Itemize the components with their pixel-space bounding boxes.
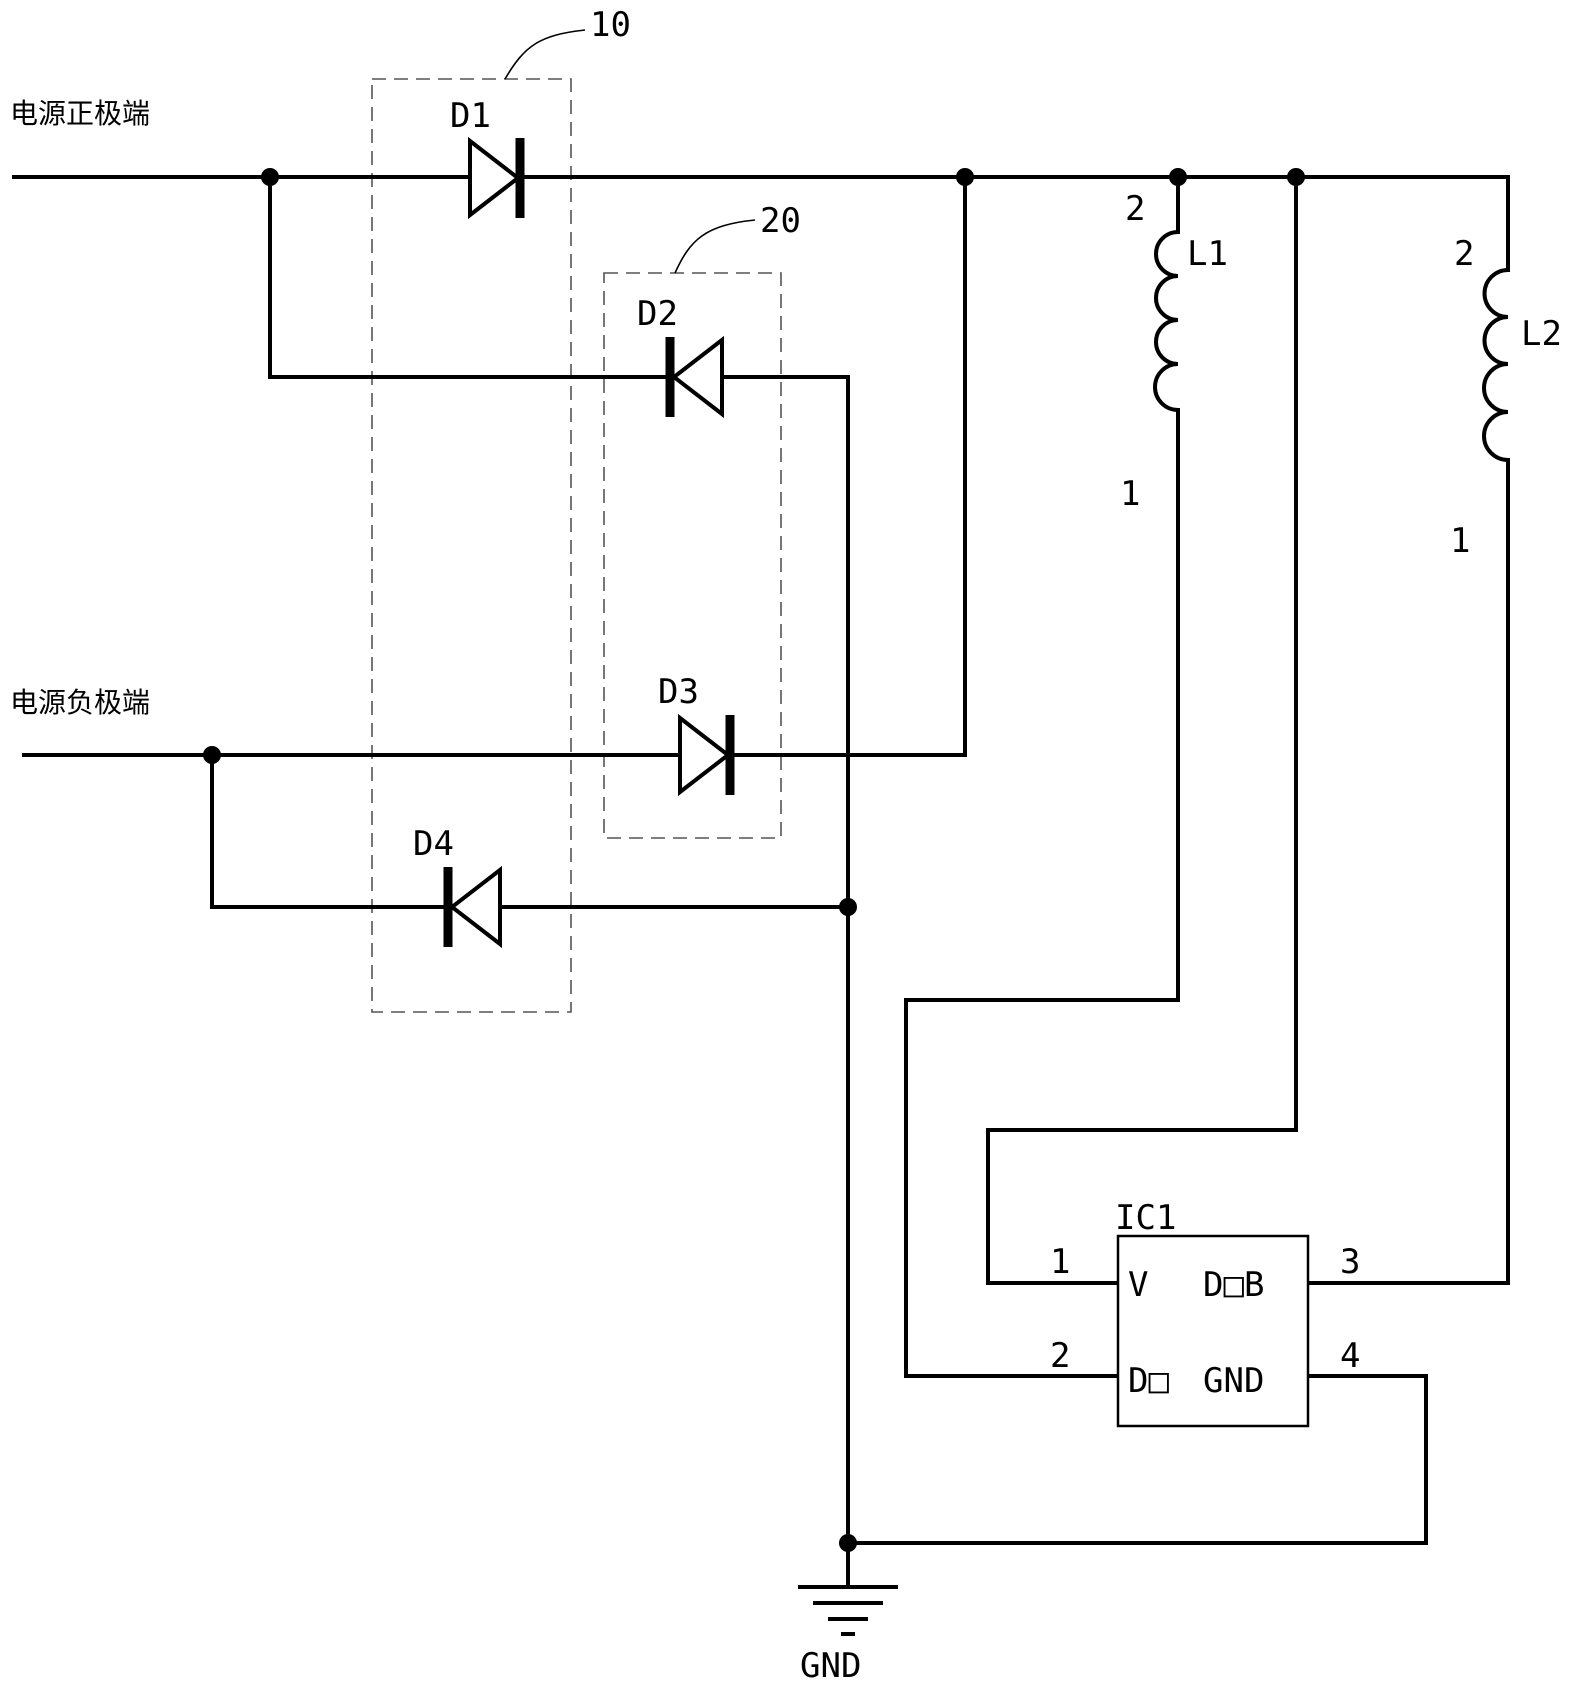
junction-dot <box>956 168 974 186</box>
diode-d2: D2 <box>637 294 722 417</box>
d4-left-wire <box>212 755 445 907</box>
diode-d2-label: D2 <box>637 294 678 334</box>
negative-terminal-label: 电源负极端 <box>10 686 150 719</box>
diode-d1-label: D1 <box>450 96 491 136</box>
ic1-pin3-number: 3 <box>1340 1242 1360 1282</box>
diode-d4: D4 <box>413 824 500 947</box>
junction-dot <box>1287 168 1305 186</box>
group-10: 10 <box>372 5 631 1012</box>
group-20-label: 20 <box>760 201 801 241</box>
inductor-l2: 2 L2 1 <box>1450 234 1562 561</box>
group-20-leader <box>675 220 755 273</box>
junction-dot <box>839 1534 857 1552</box>
junction-dot <box>203 746 221 764</box>
ic1: IC1 1 V 2 D□ 3 D□B 4 GND <box>1050 1198 1360 1426</box>
group-10-box <box>372 79 571 1012</box>
diode-d4-triangle <box>452 870 500 944</box>
group-10-label: 10 <box>590 5 631 45</box>
diode-d3: D3 <box>658 672 730 795</box>
inductor-l2-pin-top: 2 <box>1454 234 1474 274</box>
diode-d4-label: D4 <box>413 824 454 864</box>
inductor-l1-coil <box>1155 232 1178 410</box>
group-10-leader <box>505 30 585 79</box>
inductor-l1: 2 L1 1 <box>1120 189 1228 514</box>
ic1-label: IC1 <box>1115 1198 1176 1238</box>
vcc-to-ic-pin1-wire <box>988 177 1296 1283</box>
inductor-l2-coil <box>1484 270 1508 460</box>
diode-d1: D1 <box>450 96 520 218</box>
inductor-l1-pin-bottom: 1 <box>1120 474 1140 514</box>
junction-dot <box>261 168 279 186</box>
inductor-l1-label: L1 <box>1187 234 1228 274</box>
ic1-pin4-label: GND <box>1203 1361 1264 1401</box>
junction-dot <box>1169 168 1187 186</box>
l2-to-ic-pin3-wire <box>1308 460 1508 1283</box>
diode-d3-triangle <box>680 718 728 792</box>
ic1-pin1-number: 1 <box>1050 1242 1070 1282</box>
d2-anode-wire <box>270 177 665 377</box>
gnd-bus-wire <box>722 377 848 1545</box>
ic1-pin2-number: 2 <box>1050 1336 1070 1376</box>
diode-d2-triangle <box>674 340 722 414</box>
ground-symbol: GND <box>800 1587 896 1681</box>
positive-terminal-label: 电源正极端 <box>10 97 150 130</box>
junction-dot <box>839 898 857 916</box>
inductor-l1-pin-top: 2 <box>1125 189 1145 229</box>
inductor-l2-pin-bottom: 1 <box>1450 521 1470 561</box>
diode-d1-triangle <box>470 141 518 215</box>
ic1-pin4-number: 4 <box>1340 1336 1360 1376</box>
ic1-pin1-label: V <box>1128 1265 1148 1305</box>
ic1-pin3-label: D□B <box>1203 1265 1264 1305</box>
inductor-l2-label: L2 <box>1521 314 1562 354</box>
ic1-pin2-label: D□ <box>1128 1361 1169 1401</box>
diode-d3-label: D3 <box>658 672 699 712</box>
ground-label: GND <box>800 1646 861 1681</box>
